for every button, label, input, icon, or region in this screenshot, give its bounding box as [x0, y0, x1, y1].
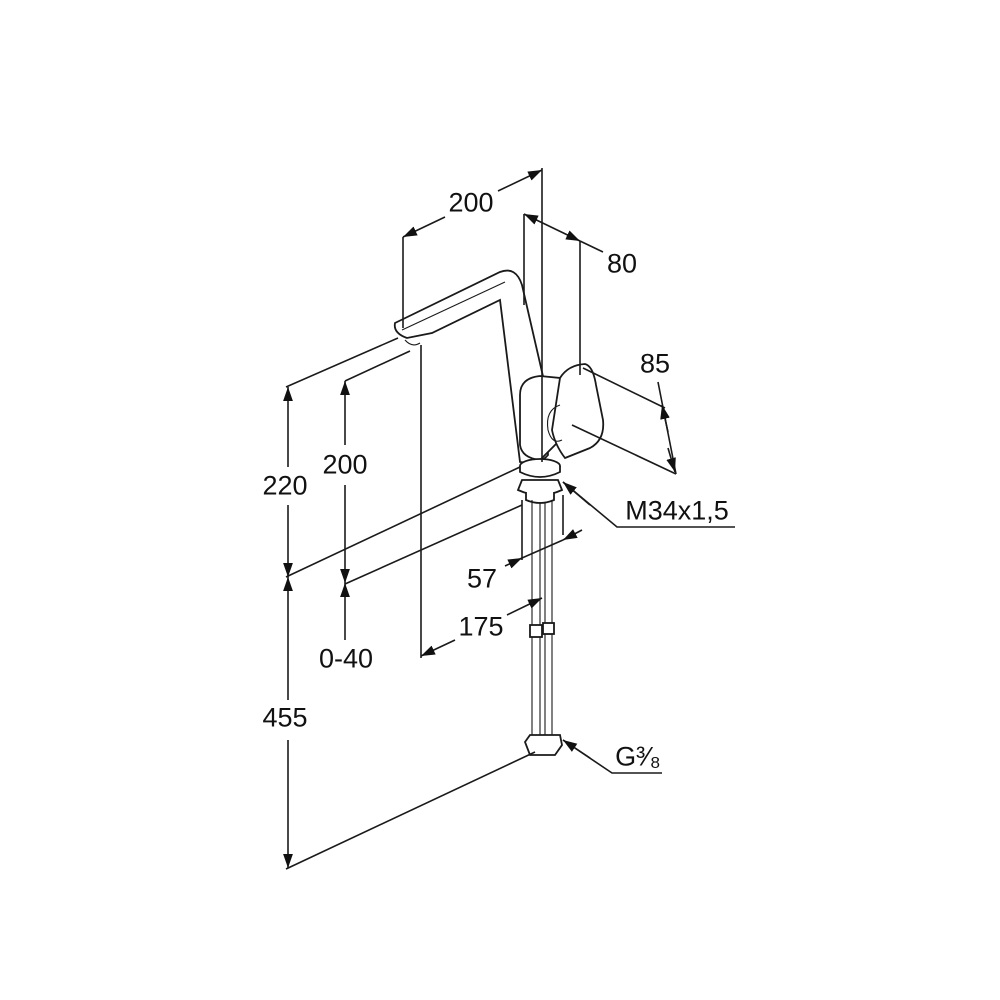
- dim-connection: G³⁄₈: [615, 741, 661, 772]
- faucet-body: [393, 269, 605, 504]
- dim-spout-projection: 200: [448, 187, 494, 218]
- dim-body-depth: 80: [606, 248, 638, 279]
- dim-lever-height: 85: [639, 348, 671, 379]
- lever: [551, 363, 605, 460]
- dim-spout-height: 200: [322, 449, 368, 480]
- dim-total-height: 220: [262, 470, 308, 501]
- supply-hoses: [523, 500, 563, 756]
- dim-base-diameter: 57: [466, 563, 498, 594]
- dim-deck-thickness: 0-40: [318, 643, 374, 674]
- dim-spout-reach: 175: [458, 611, 504, 642]
- dim-thread: M34x1,5: [625, 495, 729, 526]
- dim-hose-length: 455: [262, 702, 308, 733]
- hose-connector: [523, 734, 563, 756]
